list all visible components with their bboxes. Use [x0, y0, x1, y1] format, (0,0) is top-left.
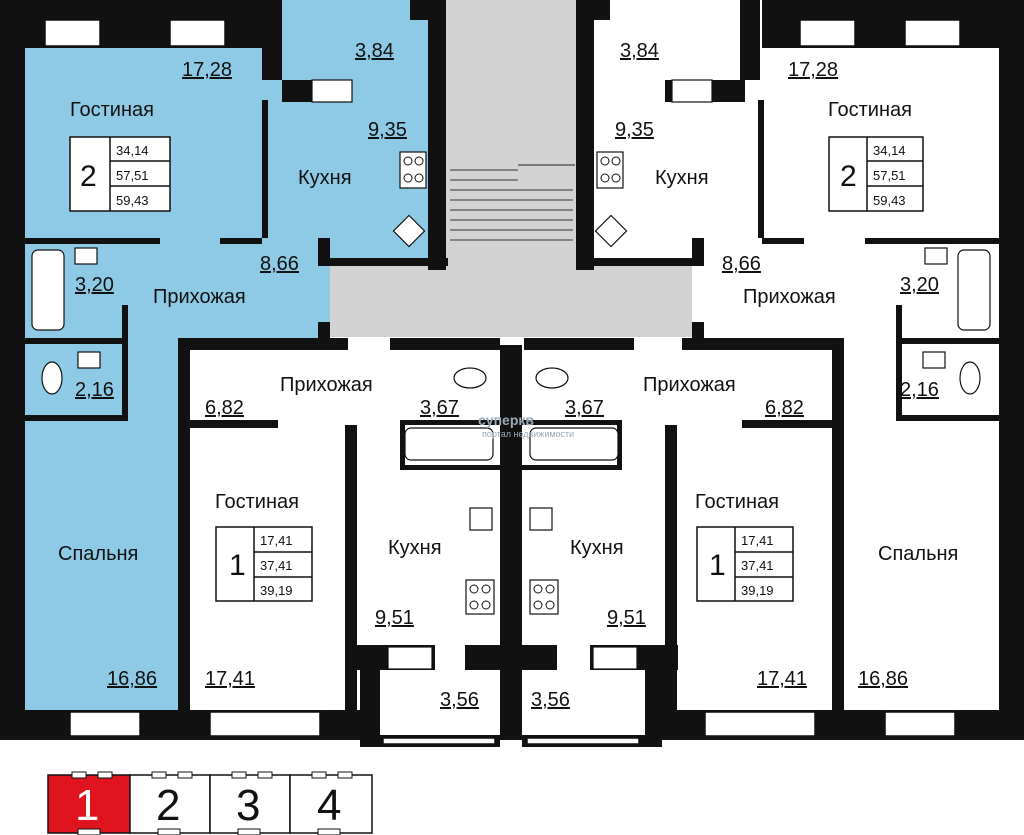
floor-tab-1-label[interactable]: 1 [75, 781, 99, 830]
left-wc-area: 2,16 [75, 379, 114, 401]
floor-tab-3-label[interactable]: 3 [236, 781, 260, 830]
left-2room-count: 2 [80, 160, 97, 193]
bathtub-icon [957, 249, 991, 331]
toilet-icon [453, 367, 487, 389]
right-hall-label: Прихожая [743, 286, 836, 308]
stove-icon [465, 579, 495, 615]
windows [44, 19, 961, 745]
bathtub-icon [529, 427, 619, 461]
common-corridor [330, 265, 692, 337]
left-bath-area: 3,20 [75, 274, 114, 296]
right-2room-living-total: 34,14 [873, 143, 906, 158]
sink-icon [469, 507, 493, 531]
boiler-icon [392, 214, 426, 248]
bathtub-icon [404, 427, 494, 461]
left-kitchen-area: 9,35 [368, 119, 407, 141]
left-2room-living-total: 34,14 [116, 143, 149, 158]
toilet-icon [41, 361, 63, 395]
watermark-tagline: портал недвижимости [482, 429, 574, 439]
right-kitchen-label: Кухня [655, 167, 709, 189]
left-bedroom-fill [25, 338, 180, 710]
left-1room-total-balcony: 39,19 [260, 583, 293, 598]
sink-icon [922, 351, 946, 369]
right-bedroom-label: Спальня [878, 543, 958, 565]
left-living-area: 17,28 [182, 59, 232, 81]
stair-shaft [445, 0, 577, 265]
left-1room-living-area: 17,41 [205, 668, 255, 690]
bathtub-icon [31, 249, 65, 331]
stove-icon [596, 151, 624, 189]
left-balcony-area: 3,84 [355, 40, 394, 62]
vent-grilles [311, 79, 713, 670]
left-1room-hall-label: Прихожая [280, 374, 373, 396]
right-1room-total: 37,41 [741, 558, 774, 573]
right-2room-total-balcony: 59,43 [873, 193, 906, 208]
right-1room-hall-area: 6,82 [765, 397, 804, 419]
right-hall-area: 8,66 [722, 253, 761, 275]
right-2room-count: 2 [840, 160, 857, 193]
stove-icon [399, 151, 427, 189]
left-hall-area: 8,66 [260, 253, 299, 275]
right-1room-total-balcony: 39,19 [741, 583, 774, 598]
right-kitchen-area: 9,35 [615, 119, 654, 141]
stair-steps [450, 164, 575, 241]
right-1room-living-area: 17,41 [757, 668, 807, 690]
watermark-brand: суперкв [478, 412, 534, 428]
left-1room-living-total: 17,41 [260, 533, 293, 548]
right-1room-balcony-area: 3,56 [531, 689, 570, 711]
left-1room-hall-area: 6,82 [205, 397, 244, 419]
floor-selector: 1 2 3 4 [47, 771, 373, 835]
left-2room-total-balcony: 59,43 [116, 193, 149, 208]
toilet-icon [535, 367, 569, 389]
left-1room-balcony-area: 3,56 [440, 689, 479, 711]
right-1room-living-label: Гостиная [695, 491, 779, 513]
left-kitchen-label: Кухня [298, 167, 352, 189]
right-balcony-area: 3,84 [620, 40, 659, 62]
right-1room-living-total: 17,41 [741, 533, 774, 548]
left-1room-kitchen-area: 9,51 [375, 607, 414, 629]
floor-tab-2[interactable] [129, 774, 211, 834]
sink-icon [77, 351, 101, 369]
left-1room-total: 37,41 [260, 558, 293, 573]
sink-icon [924, 247, 948, 265]
right-bath-area: 3,20 [900, 274, 939, 296]
area-card-left-2room[interactable] [69, 136, 171, 212]
left-2room-total: 57,51 [116, 168, 149, 183]
right-1room-kitchen-label: Кухня [570, 537, 624, 559]
left-1room-living-label: Гостиная [215, 491, 299, 513]
area-card-right-1room[interactable] [696, 526, 794, 602]
left-1room-kitchen-label: Кухня [388, 537, 442, 559]
floor-tab-1[interactable] [47, 774, 131, 834]
right-1room-count: 1 [709, 549, 726, 582]
toilet-icon [959, 361, 981, 395]
floor-tab-4-label[interactable]: 4 [317, 781, 341, 830]
burner-rings [403, 156, 621, 610]
left-hall-label: Прихожая [153, 286, 246, 308]
fixtures [31, 151, 991, 615]
left-living-label: Гостиная [70, 99, 154, 121]
right-bedroom-area: 16,86 [858, 668, 908, 690]
sink-icon [529, 507, 553, 531]
boiler-icon [594, 214, 628, 248]
left-kitchen-fill [262, 0, 432, 258]
left-1room-bath-area: 3,67 [420, 397, 459, 419]
area-card-left-1room[interactable] [215, 526, 313, 602]
left-bedroom-area: 16,86 [107, 668, 157, 690]
sink-icon [74, 247, 98, 265]
stove-icon [529, 579, 559, 615]
left-1room-count: 1 [229, 549, 246, 582]
stairwell [330, 0, 692, 337]
right-2room-total: 57,51 [873, 168, 906, 183]
right-living-area: 17,28 [788, 59, 838, 81]
area-card-right-2room[interactable] [828, 136, 924, 212]
right-1room-bath-area: 3,67 [565, 397, 604, 419]
right-1room-hall-label: Прихожая [643, 374, 736, 396]
floor-tab-2-label[interactable]: 2 [156, 781, 180, 830]
left-bedroom-label: Спальня [58, 543, 138, 565]
right-1room-kitchen-area: 9,51 [607, 607, 646, 629]
right-living-label: Гостиная [828, 99, 912, 121]
right-wc-area: 2,16 [900, 379, 939, 401]
